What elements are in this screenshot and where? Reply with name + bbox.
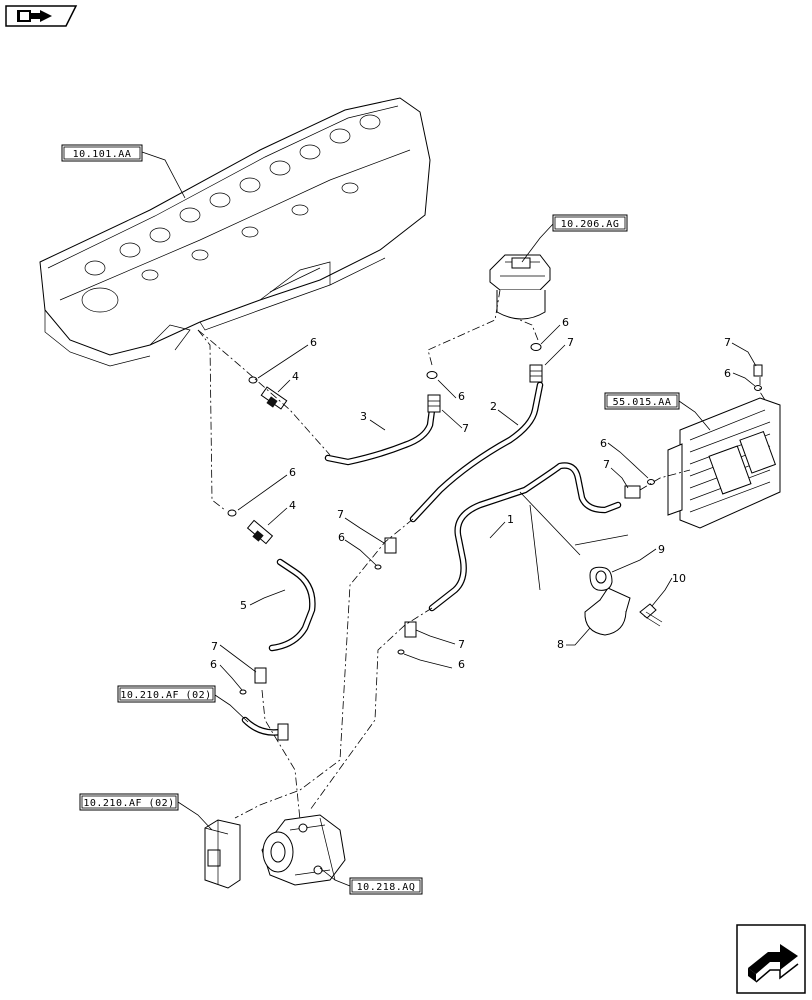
- callout-6f: 6: [600, 437, 607, 450]
- callout-7a: 7: [462, 422, 469, 435]
- ref-injection-pipe-left-label: 10.210.AF (02): [120, 690, 211, 701]
- fuel-pipe-2: [409, 381, 544, 523]
- ref-ecu-label: 55.015.AA: [613, 397, 672, 408]
- ref-injection-pipe-bottom-label: 10.210.AF (02): [83, 798, 174, 809]
- fuel-pipe-3: [324, 406, 436, 466]
- callout-4-lower: 4: [289, 499, 296, 512]
- cylinder-head: [39, 97, 431, 367]
- callout-6i: 6: [724, 367, 731, 380]
- callout-9: 9: [658, 543, 665, 556]
- callout-7b: 7: [567, 336, 574, 349]
- inlet-elbow: [241, 716, 289, 741]
- callouts: 1 2 3 4 4 5 6 6 6 6 6 6 6 6 6: [210, 316, 757, 691]
- ref-injection-pipe-bottom[interactable]: 10.210.AF (02): [79, 793, 213, 831]
- ref-fuel-pump[interactable]: 10.218.AQ: [319, 867, 423, 895]
- clamp-bolt: [639, 603, 663, 627]
- book-arrow-icon[interactable]: [5, 5, 78, 27]
- ref-cylinder-head-label: 10.101.AA: [73, 149, 132, 160]
- callout-6d: 6: [458, 390, 465, 403]
- callout-7e: 7: [211, 640, 218, 653]
- primer-block: [204, 819, 241, 889]
- callout-8: 8: [557, 638, 564, 651]
- ref-cylinder-head[interactable]: 10.101.AA: [61, 144, 186, 199]
- callout-6h: 6: [210, 658, 217, 671]
- pressure-sensor-upper: [260, 386, 288, 410]
- callout-6b: 6: [289, 466, 296, 479]
- next-page-arrow-icon[interactable]: [736, 924, 806, 994]
- ref-injection-pipe-left[interactable]: 10.210.AF (02): [117, 685, 249, 723]
- ecu-module: [667, 397, 781, 529]
- clamp-grommet: [589, 566, 613, 591]
- ref-fuel-filter[interactable]: 10.206.AG: [521, 214, 628, 263]
- callout-6e: 6: [562, 316, 569, 329]
- callout-6c: 6: [338, 531, 345, 544]
- pressure-sensor-lower: [246, 519, 274, 545]
- fuel-filter: [489, 254, 551, 320]
- callout-4-upper: 4: [292, 370, 299, 383]
- callout-3: 3: [360, 410, 367, 423]
- ref-fuel-filter-label: 10.206.AG: [561, 219, 620, 230]
- callout-6g: 6: [458, 658, 465, 671]
- ref-ecu[interactable]: 55.015.AA: [604, 392, 711, 431]
- callout-2: 2: [490, 400, 497, 413]
- callout-5: 5: [240, 599, 247, 612]
- flow-centerlines: [197, 289, 766, 821]
- callout-1: 1: [507, 513, 514, 526]
- sealing-washer: [227, 343, 762, 695]
- callout-6a: 6: [310, 336, 317, 349]
- fitting: [254, 364, 763, 684]
- callout-7d: 7: [458, 638, 465, 651]
- callout-7c: 7: [337, 508, 344, 521]
- fuel-pump: [261, 814, 346, 886]
- callout-7f: 7: [603, 458, 610, 471]
- fuel-pipe-1: [428, 462, 622, 612]
- ref-fuel-pump-label: 10.218.AQ: [357, 882, 416, 893]
- fuel-pipe-5: [268, 558, 316, 652]
- callout-10: 10: [672, 572, 686, 585]
- pipe-clamp: [584, 587, 631, 636]
- callout-7g: 7: [724, 336, 731, 349]
